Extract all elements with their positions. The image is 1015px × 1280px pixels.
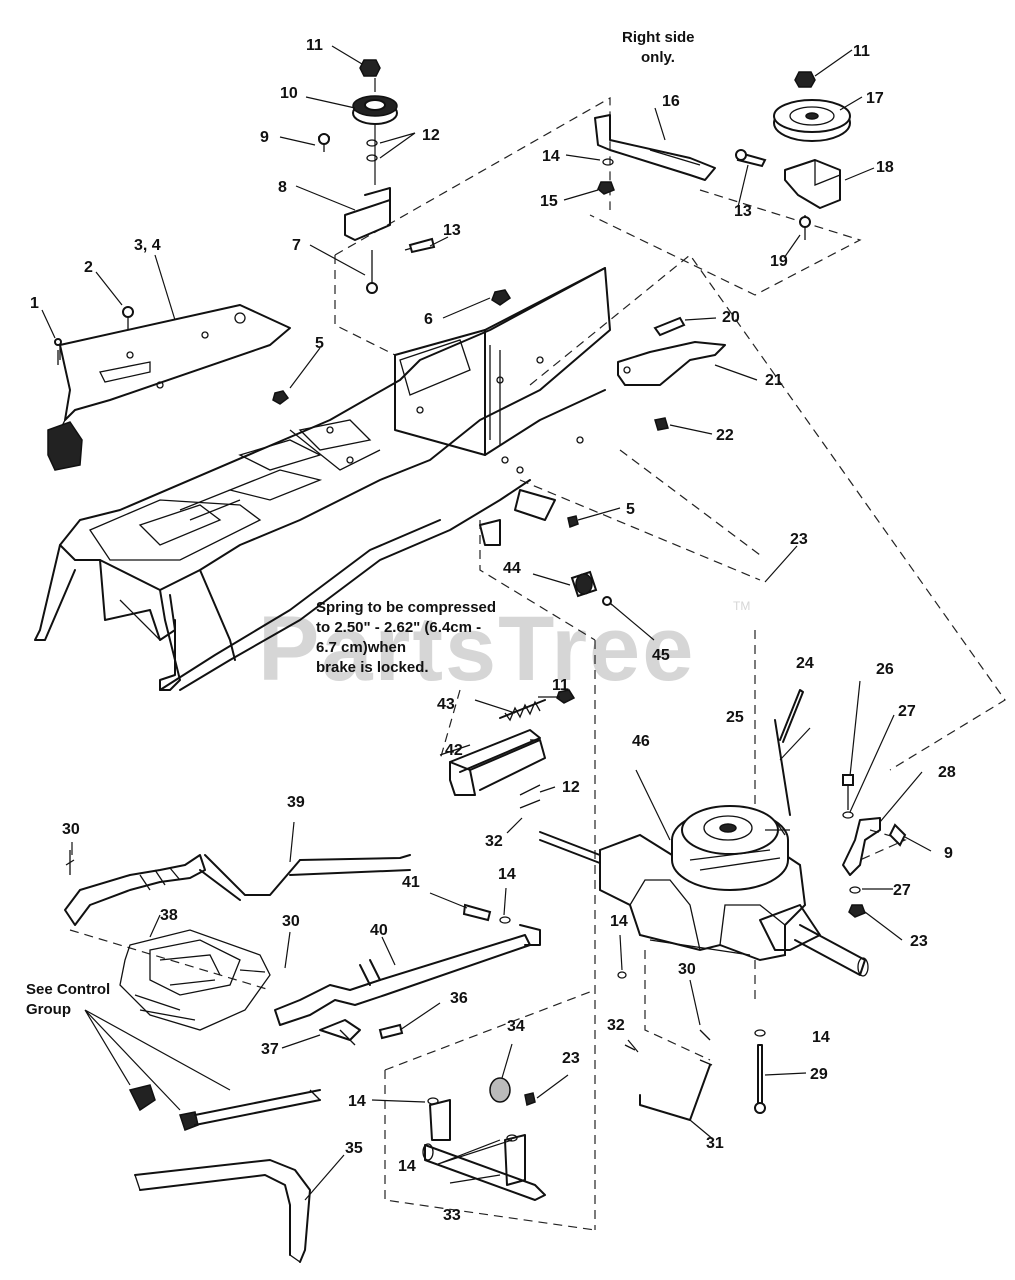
callout-17: 17 xyxy=(866,90,884,107)
callout-43: 43 xyxy=(437,696,455,713)
callout-44: 44 xyxy=(503,560,521,577)
callout-40: 40 xyxy=(370,922,388,939)
callout-42: 42 xyxy=(445,742,463,759)
callout-9: 9 xyxy=(260,129,269,146)
callout-8: 8 xyxy=(278,179,287,196)
callout-12: 12 xyxy=(422,127,440,144)
callout-5: 5 xyxy=(315,335,324,352)
callout-24: 24 xyxy=(796,655,814,672)
callout-19: 19 xyxy=(770,253,788,270)
callout-14: 14 xyxy=(542,148,560,165)
watermark-trademark: TM xyxy=(733,599,750,613)
callout-39: 39 xyxy=(287,794,305,811)
callout-30: 30 xyxy=(282,913,300,930)
callout-leaders xyxy=(41,45,932,1201)
pedal-shaft xyxy=(422,1077,546,1201)
callout-11: 11 xyxy=(853,43,870,60)
callout-30: 30 xyxy=(62,821,80,838)
watermark-text: PartsTree xyxy=(258,598,695,700)
callout-7: 7 xyxy=(292,237,301,254)
callout-37: 37 xyxy=(261,1041,279,1058)
callout-14: 14 xyxy=(610,913,628,930)
transaxle-fittings xyxy=(617,689,907,1114)
callout-26: 26 xyxy=(876,661,894,678)
control-assembly xyxy=(119,903,541,1131)
brake-pedal-rod xyxy=(134,1159,311,1263)
callout-33: 33 xyxy=(443,1207,461,1224)
right-side-bracket xyxy=(594,114,716,195)
callout-11: 11 xyxy=(306,37,323,54)
diagram-notes: Right side only. Spring to be compressed… xyxy=(26,29,695,1018)
callout-16: 16 xyxy=(662,93,680,110)
transaxle xyxy=(539,805,869,977)
callout-15: 15 xyxy=(540,193,558,210)
callout-6: 6 xyxy=(424,311,433,328)
drive-pulley-assembly xyxy=(735,71,851,240)
callout-41: 41 xyxy=(402,874,420,891)
note-spring-line4: brake is locked. xyxy=(316,659,429,676)
callout-12: 12 xyxy=(562,779,580,796)
note-control-line2: Group xyxy=(26,1001,71,1018)
callout-29: 29 xyxy=(810,1066,828,1083)
callout-2: 2 xyxy=(84,259,93,276)
callout-28: 28 xyxy=(938,764,956,781)
callout-38: 38 xyxy=(160,907,178,924)
callout-11: 11 xyxy=(552,677,569,694)
callout-46: 46 xyxy=(632,733,650,750)
callout-31: 31 xyxy=(706,1135,724,1152)
note-spring-line1: Spring to be compressed xyxy=(316,599,496,616)
callout-21: 21 xyxy=(765,372,783,389)
note-control-line1: See Control xyxy=(26,981,110,998)
callout-23: 23 xyxy=(562,1050,580,1067)
callout-36: 36 xyxy=(450,990,468,1007)
idler-pulley-assembly xyxy=(272,59,512,405)
callout-34: 34 xyxy=(507,1018,525,1035)
callout-22: 22 xyxy=(716,427,734,444)
bracket-21 xyxy=(617,316,726,431)
callout-5: 5 xyxy=(626,501,635,518)
callout-3-4: 3, 4 xyxy=(134,237,161,254)
callout-14: 14 xyxy=(398,1158,416,1175)
callout-25: 25 xyxy=(726,709,744,726)
callout-35: 35 xyxy=(345,1140,363,1157)
note-spring-line2: to 2.50" - 2.62" (6.4cm - xyxy=(316,619,481,636)
callout-30: 30 xyxy=(678,961,696,978)
callout-32: 32 xyxy=(607,1017,625,1034)
callout-23: 23 xyxy=(790,531,808,548)
callout-10: 10 xyxy=(280,85,298,102)
note-right-side-line2: only. xyxy=(641,49,675,66)
callout-numbers: 1 2 3, 4 5 5 6 7 8 9 9 10 11 11 11 12 12… xyxy=(30,37,956,1224)
note-spring-line3: 6.7 cm)when xyxy=(316,639,406,656)
callout-20: 20 xyxy=(722,309,740,326)
brake-linkage xyxy=(64,515,613,926)
note-right-side-line1: Right side xyxy=(622,29,695,46)
callout-45: 45 xyxy=(652,647,670,664)
callout-27: 27 xyxy=(898,703,916,720)
callout-14: 14 xyxy=(498,866,516,883)
callout-18: 18 xyxy=(876,159,894,176)
callout-14: 14 xyxy=(348,1093,366,1110)
callout-13: 13 xyxy=(734,203,752,220)
callout-27: 27 xyxy=(893,882,911,899)
callout-13: 13 xyxy=(443,222,461,239)
callout-1: 1 xyxy=(30,295,39,312)
callout-32: 32 xyxy=(485,833,503,850)
callout-23: 23 xyxy=(910,933,928,950)
footrest-plate xyxy=(47,304,291,471)
callout-14: 14 xyxy=(812,1029,830,1046)
rod-31 xyxy=(624,1029,713,1121)
tractor-frame xyxy=(34,267,611,691)
callout-9: 9 xyxy=(944,845,953,862)
